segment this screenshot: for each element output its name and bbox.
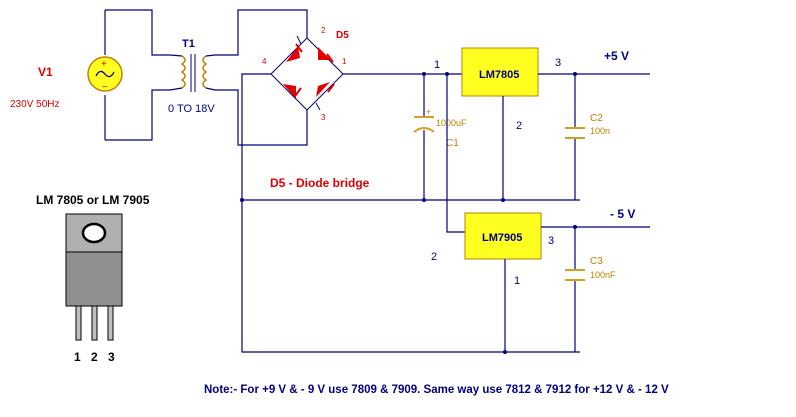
lm7905-pin-gnd: 1 <box>514 275 520 287</box>
c1-name: C1 <box>446 138 459 149</box>
ac-source: + − <box>87 10 123 140</box>
bridge-pin-4: 4 <box>262 57 267 66</box>
transformer-ratio: 0 TO 18V <box>168 103 215 115</box>
capacitor-c3 <box>565 269 585 281</box>
lm7905-pin-out: 3 <box>548 235 554 247</box>
svg-text:+: + <box>101 59 107 70</box>
transformer <box>169 54 208 92</box>
junction-dots <box>240 72 577 354</box>
regulator-lm7805 <box>461 47 539 97</box>
bridge-name: D5 <box>336 30 349 41</box>
package-pin-1: 1 <box>74 350 81 364</box>
lm7805-pin-in: 1 <box>434 59 440 71</box>
bridge-pin-1: 1 <box>342 57 347 66</box>
c1-value: 1000uF <box>436 118 467 128</box>
c2-value: 100n <box>590 126 610 136</box>
capacitor-c1 <box>413 116 435 133</box>
positive-output-label: +5 V <box>604 49 629 63</box>
svg-text:−: − <box>102 82 108 93</box>
negative-output-label: - 5 V <box>610 207 635 221</box>
c3-value: 100nF <box>590 270 616 280</box>
bridge-pin-2: 2 <box>321 26 326 35</box>
lm7905-pin-in: 2 <box>431 251 437 263</box>
lm7805-pin-gnd: 2 <box>516 120 522 132</box>
package-title: LM 7805 or LM 7905 <box>36 193 150 207</box>
source-name: V1 <box>38 65 53 79</box>
lm7805-label: LM7805 <box>479 69 519 81</box>
lm7805-pin-out: 3 <box>555 57 561 69</box>
to220-package <box>65 213 123 341</box>
c1-polarity: + <box>426 107 431 117</box>
source-rating: 230V 50Hz <box>10 99 59 110</box>
package-pin-3: 3 <box>108 350 115 364</box>
diode-bridge <box>270 35 344 111</box>
capacitor-c2 <box>565 127 585 139</box>
bridge-caption: D5 - Diode bridge <box>270 176 370 190</box>
c3-name: C3 <box>590 256 603 267</box>
package-pin-2: 2 <box>91 350 98 364</box>
bridge-pin-3: 3 <box>321 113 326 122</box>
footer-note: Note:- For +9 V & - 9 V use 7809 & 7909.… <box>204 384 669 396</box>
c2-name: C2 <box>590 113 603 124</box>
transformer-name: T1 <box>182 38 195 50</box>
regulator-lm7905 <box>464 212 542 260</box>
lm7905-label: LM7905 <box>482 232 522 244</box>
